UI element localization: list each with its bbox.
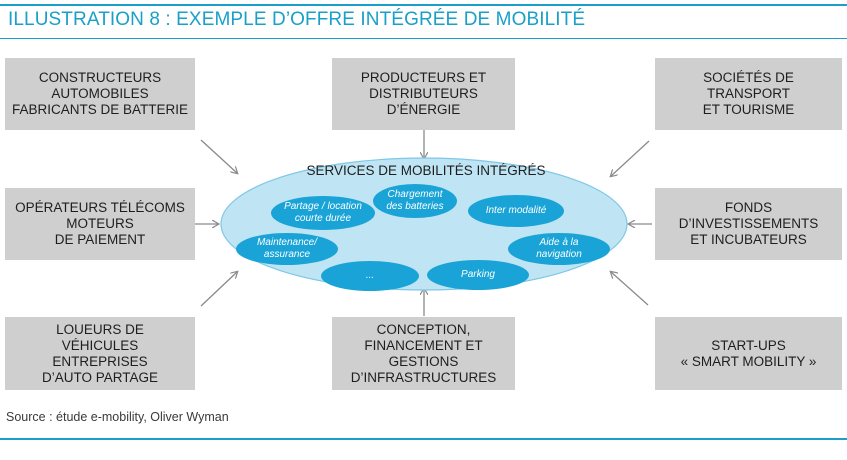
arrow-top-right	[611, 140, 650, 176]
title-rule	[0, 38, 847, 39]
box-societes-transport: SOCIÉTÉS DE TRANSPORT ET TOURISME	[655, 58, 842, 130]
service-ellipsis: ...	[365, 270, 375, 281]
top-rule	[0, 4, 847, 6]
services-title: SERVICES DE MOBILITÉS INTÉGRÉS	[306, 163, 546, 178]
service-chargement-batteries: Chargement des batteries	[386, 189, 444, 212]
pill-ellipsis	[321, 261, 419, 291]
box-loueurs-vehicules: LOUEURS DE VÉHICULES ENTREPRISES D’AUTO …	[5, 317, 195, 390]
pill-chargement	[373, 184, 457, 218]
box-constructeurs: CONSTRUCTEURS AUTOMOBILES FABRICANTS DE …	[5, 58, 195, 130]
arrow-bottom-left	[200, 272, 237, 307]
pill-partage	[271, 196, 375, 230]
box-fonds-investissement: FONDS D’INVESTISSEMENTS ET INCUBATEURS	[655, 188, 842, 260]
box-producteurs-energie: PRODUCTEURS ET DISTRIBUTEURS D’ÉNERGIE	[332, 58, 515, 130]
arrow-top-left	[200, 139, 237, 173]
source-note: Source : étude e-mobility, Oliver Wyman	[6, 410, 229, 424]
service-maintenance-assurance: Maintenance/ assurance	[256, 237, 318, 260]
service-aide-navigation: Aide à la navigation	[536, 237, 582, 260]
figure-title: ILLUSTRATION 8 : EXEMPLE D’OFFRE INTÉGRÉ…	[8, 9, 586, 30]
service-parking: Parking	[461, 269, 495, 280]
arrow-bottom-right	[611, 272, 649, 306]
bottom-rule	[0, 438, 847, 440]
service-partage-location: Partage / location courte durée	[284, 201, 362, 224]
service-inter-modalite: Inter modalité	[485, 205, 547, 216]
pill-aide	[508, 233, 610, 265]
box-operateurs-telecoms: OPÉRATEURS TÉLÉCOMS MOTEURS DE PAIEMENT	[5, 188, 195, 260]
box-start-ups: START-UPS « SMART MOBILITY »	[655, 317, 842, 390]
box-conception-infrastructures: CONCEPTION, FINANCEMENT ET GESTIONS D’IN…	[332, 317, 515, 390]
pill-parking	[427, 260, 529, 290]
pill-intermodalite	[468, 195, 564, 227]
pill-maintenance	[236, 233, 338, 265]
